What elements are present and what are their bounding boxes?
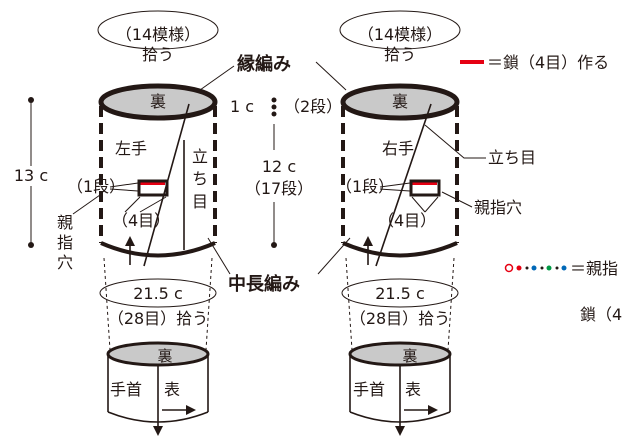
guide-left [345, 257, 353, 351]
edge-label: 縁編み [237, 53, 291, 75]
cuff-right-arrow-head [428, 405, 438, 415]
legend-dots-text: ＝親指 [570, 259, 618, 278]
seam-line [375, 103, 432, 267]
edge-dot-1 [271, 97, 277, 103]
inside-label: 裏 [392, 92, 408, 111]
row1-leader-2 [109, 188, 139, 192]
thumb-label-leader [72, 194, 101, 215]
thumb-hole-box [409, 179, 441, 197]
width-label-bg [133, 284, 185, 302]
right-mitt: （14模様） 拾う 裏 右手 （1段） （4目） 親指穴 立ち目 21.5 c … [336, 10, 536, 436]
dot-small-2 [540, 266, 544, 270]
hand-name: 右手 [382, 139, 414, 158]
bottom-rim-front [342, 241, 458, 258]
four-leader-1 [411, 196, 426, 213]
hand-name: 左手 [115, 139, 147, 158]
up-arrow-head [363, 236, 373, 246]
standing-char-3: 目 [192, 192, 208, 211]
standing-label: 立ち目 [488, 148, 536, 167]
dot-red [516, 265, 522, 271]
row1-label: （1段） [336, 177, 394, 196]
top-count-label: （14模様） [358, 25, 442, 44]
dot-blue-2 [561, 265, 567, 271]
cuff-inside-label: 裏 [157, 347, 172, 365]
thumb-label-2: 指 [57, 233, 73, 252]
edge-rows-label: （2段） [284, 97, 342, 116]
pickup-label: （28目）拾う [350, 309, 450, 328]
edge-dot-2 [271, 104, 277, 110]
row1-leader [379, 182, 411, 188]
body-rows-label: （17段） [245, 179, 313, 198]
top-pickup-ellipse [339, 10, 461, 50]
dot-green [546, 265, 552, 271]
thumb-hole-label: 親指穴 [474, 198, 522, 217]
top-rim-ellipse [98, 83, 218, 121]
stitch-label: 中長編み [228, 273, 300, 295]
cuff-down-arrow-head [153, 426, 163, 436]
row1-leader-2 [379, 188, 411, 192]
width-ellipse [99, 278, 217, 308]
dimension-dot-bottom [28, 242, 34, 248]
cuff-wrist-label: 手首 [110, 380, 142, 399]
cuff-right-arrow-head [186, 405, 196, 415]
cuff-outside-label: 表 [164, 380, 180, 399]
stitch-leader-right [317, 237, 351, 275]
guide-right [447, 257, 455, 351]
four-leader-1 [124, 196, 141, 213]
four-stitch-label: （4目） [112, 211, 170, 230]
thumb-hole-box [137, 179, 169, 197]
pickup-label: （28目）拾う [108, 309, 208, 328]
four-leader-2 [424, 196, 439, 213]
dot-small-1 [525, 266, 529, 270]
guide-right [205, 257, 213, 351]
standing-leader [424, 124, 486, 159]
guide-left [103, 257, 111, 351]
edge-leader-left [199, 65, 235, 91]
row1-label: （1段） [67, 177, 125, 196]
top-pickup-label: 拾う [384, 45, 416, 64]
width-ellipse [341, 278, 459, 308]
cuff-down-arrow-head [395, 426, 405, 436]
inside-label: 裏 [150, 92, 166, 111]
legend-chain-partial: 鎖（4 [580, 305, 622, 324]
top-pickup-label: 拾う [142, 45, 174, 64]
body-dim-dot [271, 242, 277, 248]
four-leader-2 [139, 196, 167, 213]
legend-chain-text: ＝鎖（4目）作る [487, 53, 609, 72]
width-label-bg [375, 284, 427, 302]
edge-height-label: 1 c [230, 97, 254, 116]
dot-small-3 [555, 266, 559, 270]
four-stitch-label: （4目） [378, 211, 436, 230]
edge-dot-3 [271, 111, 277, 117]
width-label: 21.5 c [133, 284, 183, 303]
middle-labels: 縁編み 1 c （2段） 12 c （17段） 中長編み [199, 53, 351, 295]
row1-leader [109, 182, 139, 188]
height-label-bg [10, 166, 52, 186]
top-pickup-ellipse [97, 10, 219, 50]
thumb-label-3: 穴 [57, 253, 73, 272]
dot-open-red [504, 263, 514, 273]
dot-blue [531, 265, 537, 271]
dimension-dot-top [28, 97, 34, 103]
left-mitt: （14模様） 拾う 裏 左手 13 c （1段） （4目） 親 指 穴 立 ち … [10, 10, 219, 436]
top-count-label: （14模様） [116, 25, 200, 44]
standing-char-2: ち [192, 169, 208, 188]
bottom-rim-front [100, 241, 216, 258]
width-label: 21.5 c [375, 284, 425, 303]
cuff-top-ellipse [348, 341, 452, 367]
thumb-label-1: 親 [57, 213, 73, 232]
cuff-wrist-label: 手首 [353, 380, 385, 399]
body-height-label: 12 c [262, 157, 296, 176]
edge-leader-right [315, 61, 347, 91]
stitch-leader-left [207, 237, 231, 275]
height-label: 13 c [14, 166, 48, 185]
up-arrow-head [125, 236, 135, 246]
standing-char-1: 立 [192, 147, 208, 166]
cuff-inside-label: 裏 [402, 347, 417, 365]
cuff-outside-label: 表 [405, 380, 421, 399]
legend: ＝鎖（4目）作る ＝親指 鎖（4 [460, 53, 622, 324]
thumb-hole-leader [441, 191, 473, 208]
